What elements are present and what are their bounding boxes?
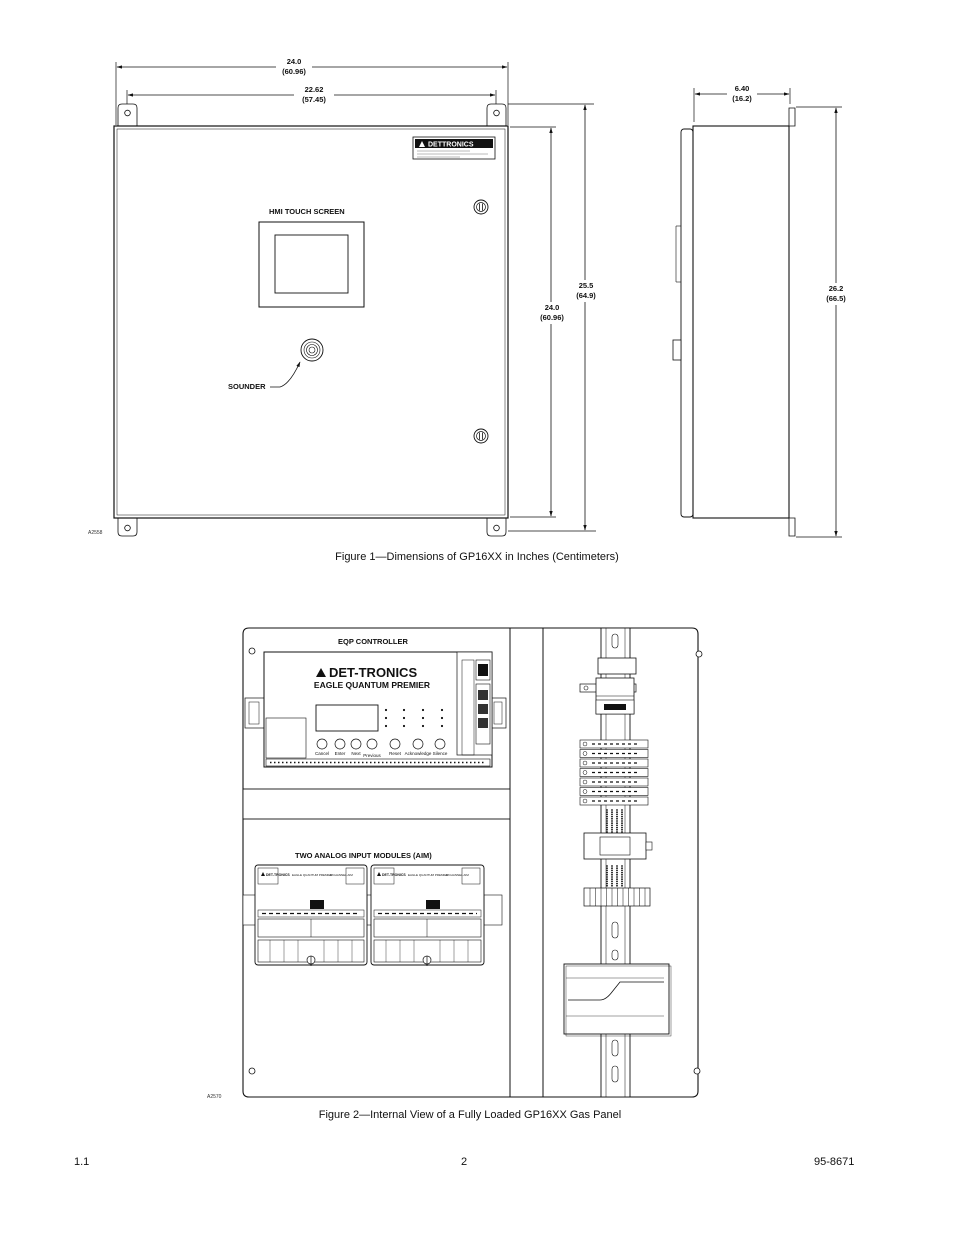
controller-label: EQP CONTROLLER: [338, 637, 408, 646]
figure2-drawing: EQP CONTROLLER DET-TRONICS EAGLE QUANTUM…: [207, 627, 703, 1100]
sounder: [300, 338, 324, 362]
terminal-block: [579, 768, 649, 777]
hmi-touch-screen: [258, 221, 365, 308]
label-plate: DETTRONICS: [412, 136, 496, 160]
sounder-label: SOUNDER: [228, 382, 266, 391]
power-supply: [563, 963, 672, 1037]
terminal-block: [579, 796, 649, 806]
fig2-drawing-number: A2570: [207, 1094, 222, 1100]
aim2-product: EAGLE QUANTUM PREMIER: [408, 873, 449, 877]
dim-height-body-value: 24.0: [545, 303, 560, 312]
circuit-breakers: [579, 657, 637, 715]
aim1-product: EAGLE QUANTUM PREMIER: [292, 873, 333, 877]
dim-depth-value: 6.40: [735, 84, 750, 93]
footer-revision: 1.1: [74, 1156, 90, 1168]
aim-module-1: DET-TRONICS EAGLE QUANTUM PREMIER 8 CHAN…: [242, 864, 376, 966]
label-plate-brand: DETTRONICS: [428, 142, 474, 149]
button-label-silence: Silence: [433, 751, 448, 756]
button-label-enter: Enter: [335, 751, 346, 756]
figure2-caption: Figure 2—Internal View of a Fully Loaded…: [318, 1109, 622, 1121]
dim-side-height-cm: (66.5): [826, 294, 846, 303]
controller-brand: DET-TRONICS: [329, 665, 417, 680]
dim-height-body-cm: (60.96): [540, 313, 564, 322]
dimension-depth: 6.40 (16.2): [693, 83, 791, 122]
eqp-controller: DET-TRONICS EAGLE QUANTUM PREMIER Cancel…: [244, 651, 507, 768]
figure1-caption: Figure 1—Dimensions of GP16XX in Inches …: [335, 551, 619, 563]
button-label-acknowledge: Acknowledge: [405, 751, 432, 756]
terminal-block: [579, 777, 649, 787]
latch-top: [473, 199, 489, 215]
relay-module: [583, 832, 653, 860]
dim-width-outer-value: 24.0: [287, 57, 302, 66]
terminal-block: [579, 739, 649, 749]
button-label-previous: Previous: [363, 753, 381, 758]
enclosure-side: [672, 107, 796, 537]
controller-product: EAGLE QUANTUM PREMIER: [314, 680, 430, 690]
aim-module-2: DET-TRONICS EAGLE QUANTUM PREMIER 8 CHAN…: [370, 864, 503, 966]
terminal-strip-lower: [583, 887, 651, 907]
enclosure-front: [113, 103, 509, 537]
aim1-model: 8 CHANNEL AIM: [330, 873, 353, 877]
terminal-blocks: [579, 739, 649, 806]
dim-height-total-cm: (64.9): [576, 291, 596, 300]
dimension-height-total: 25.5 (64.9): [508, 103, 602, 532]
terminal-dots: [606, 809, 623, 887]
button-label-cancel: Cancel: [315, 751, 329, 756]
dimension-height-body: 24.0 (60.96): [510, 126, 568, 518]
terminal-block: [579, 787, 649, 796]
aim2-model: 8 CHANNEL AIM: [446, 873, 469, 877]
footer-document-number: 95-8671: [814, 1156, 855, 1168]
controller-buttons: [316, 738, 446, 750]
button-label-reset: Reset: [389, 751, 402, 756]
aim-label: TWO ANALOG INPUT MODULES (AIM): [295, 851, 432, 860]
led-grid: [384, 708, 444, 728]
button-label-next: Next: [351, 751, 361, 756]
dim-depth-cm: (16.2): [732, 94, 752, 103]
dim-side-height-value: 26.2: [829, 284, 844, 293]
aim2-brand: DET-TRONICS: [382, 873, 406, 877]
hmi-label: HMI TOUCH SCREEN: [269, 207, 345, 216]
terminal-block: [579, 758, 649, 768]
dim-height-total-value: 25.5: [579, 281, 594, 290]
dim-width-inner-cm: (57.45): [302, 95, 326, 104]
dimension-side-height: 26.2 (66.5): [796, 106, 852, 538]
fig1-drawing-number: A2558: [88, 530, 103, 536]
dimension-width-inner: 22.62 (57.45): [126, 84, 497, 108]
latch-bottom: [473, 428, 489, 444]
terminal-block: [579, 749, 649, 758]
dim-width-outer-cm: (60.96): [282, 67, 306, 76]
footer-page-number: 2: [461, 1156, 468, 1168]
blank-plate: [242, 788, 511, 820]
figure1-drawing: 24.0 (60.96) 22.62 (57.45) DETTRONICS: [88, 56, 852, 538]
dim-width-inner-value: 22.62: [305, 85, 324, 94]
dimension-width-outer: 24.0 (60.96): [115, 56, 509, 125]
aim1-brand: DET-TRONICS: [266, 873, 290, 877]
